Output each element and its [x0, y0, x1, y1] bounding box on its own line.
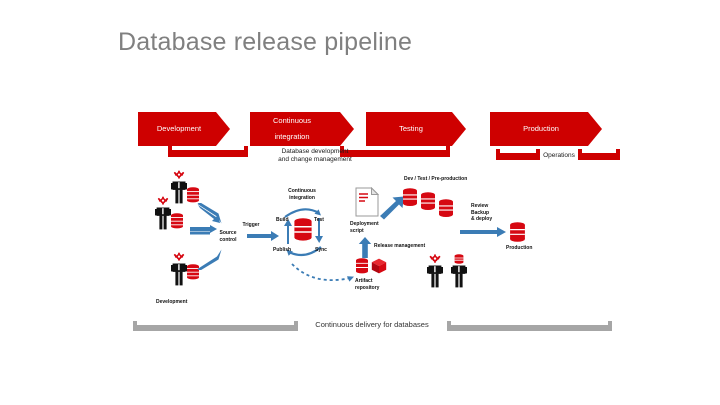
database-development-label: Database development and change manageme…: [250, 148, 380, 164]
database-icon: [403, 188, 417, 206]
ci-title: Continuous integration: [288, 188, 316, 201]
footer-caption: Continuous delivery for databases: [315, 320, 429, 329]
arrow-icon: [197, 249, 222, 270]
source-control-label: Source control: [220, 230, 237, 243]
page-title: Database release pipeline: [118, 28, 413, 56]
dev-test-preprod-label: Dev / Test / Pre-production: [404, 176, 468, 182]
database-icon: [187, 187, 199, 203]
source-control-line2: control: [219, 236, 237, 243]
arrow-icon: [286, 246, 322, 257]
bracket-operations-right: [578, 149, 620, 160]
ci-chevron-line2: integration: [274, 131, 310, 141]
footer-bracket-left: [133, 321, 298, 331]
source-control-line1: Source: [219, 230, 237, 236]
stage-chevron-continuous-integration[interactable]: Continuous integration: [250, 112, 354, 146]
database-development-label-line1: Database development: [281, 148, 349, 155]
arrow-icon: [247, 231, 279, 241]
stage-chevron-production-label: Production: [523, 124, 559, 134]
review-backup-deploy-label: Review Backup & deploy: [471, 203, 492, 223]
production-db-label: Production: [506, 245, 533, 251]
stage-chevron-production[interactable]: Production: [490, 112, 602, 146]
bracket-database-development-left: [168, 146, 248, 157]
cube-icon: [371, 258, 387, 274]
database-icon: [356, 258, 368, 274]
artifact-repository-line2: repository: [355, 284, 380, 291]
database-development-label-line2: and change management: [278, 156, 352, 164]
stage-chevron-development[interactable]: Development: [138, 112, 230, 146]
artifact-repository-label: Artifact repository: [355, 278, 379, 291]
database-icon: [439, 199, 453, 217]
database-head: [454, 254, 464, 264]
database-icon: [171, 213, 183, 229]
operations-label: Operations: [543, 152, 575, 159]
person-icon: [171, 170, 187, 204]
person-icon: [427, 254, 443, 288]
database-icon: [510, 222, 525, 242]
arrow-icon: [197, 203, 222, 224]
ci-chevron-line1: Continuous: [273, 116, 311, 126]
arrow-icon: [291, 263, 354, 282]
ci-test-label: Test: [314, 217, 324, 223]
person-icon: [171, 252, 187, 286]
deployment-script-line2: script: [350, 227, 364, 234]
arrow-icon: [380, 196, 404, 220]
stage-chevron-development-label: Development: [156, 124, 202, 134]
database-icon: [421, 192, 435, 210]
stage-chevron-continuous-integration-label: Continuous integration: [269, 117, 335, 141]
database-icon: [294, 218, 312, 241]
stage-chevron-testing-label: Testing: [399, 124, 423, 134]
arrow-icon: [284, 208, 321, 218]
deploy-line: & deploy: [471, 216, 493, 222]
ci-build-label: Build: [276, 217, 289, 223]
deployment-script-line1: Deployment: [350, 221, 379, 227]
stage-chevron-testing[interactable]: Testing: [366, 112, 466, 146]
arrow-icon: [358, 237, 372, 258]
bracket-operations-left: [496, 149, 540, 160]
trigger-label: Trigger: [242, 222, 260, 228]
arrow-icon: [190, 225, 217, 235]
ci-title-line1: Continuous: [288, 188, 316, 194]
ci-publish-label: Publish: [273, 247, 292, 253]
person-icon: [451, 254, 467, 288]
arrow-icon: [315, 218, 323, 243]
arrow-icon: [284, 219, 292, 244]
development-group-label: Development: [156, 299, 188, 305]
ci-title-line2: integration: [289, 194, 315, 201]
arrow-icon: [460, 227, 506, 237]
artifact-repository-line1: Artifact: [355, 278, 373, 284]
bracket-database-development-right: [340, 146, 450, 157]
database-icon: [187, 264, 199, 280]
footer-bracket-right: [447, 321, 612, 331]
backup-line: Backup: [471, 209, 490, 216]
ci-sync-label: Sync: [315, 247, 327, 253]
document-icon: [355, 187, 379, 217]
deployment-script-label: Deployment script: [350, 221, 379, 234]
review-line: Review: [471, 203, 489, 209]
release-management-label: Release management: [374, 243, 426, 249]
person-icon: [155, 196, 171, 230]
